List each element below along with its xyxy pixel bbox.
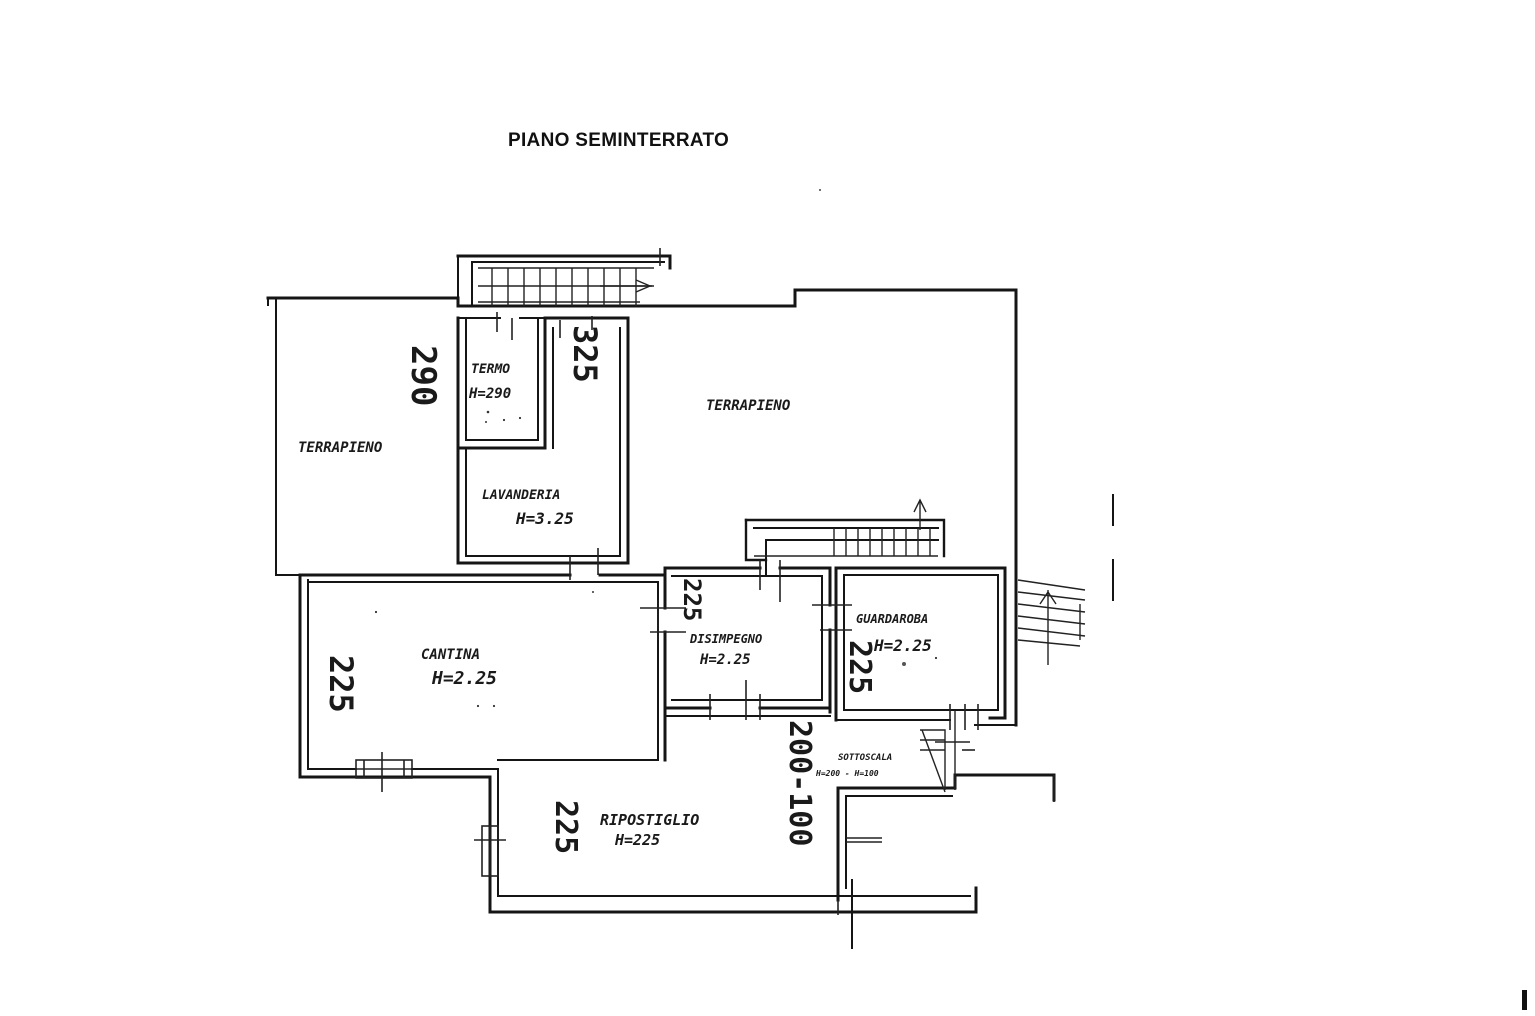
termo-label: TERMO [471, 362, 510, 377]
stairs-top [478, 267, 654, 306]
stairs-right [1017, 579, 1086, 665]
dim-200-100: 200-100 [782, 720, 817, 846]
disimpegno-height: H=2.25 [699, 652, 751, 668]
disimpegno-label: DISIMPEGNO [689, 632, 762, 646]
dim-290: 290 [403, 345, 443, 406]
lavanderia-label: LAVANDERIA [482, 488, 560, 503]
stairs-middle [744, 498, 946, 577]
terrapieno-right-label: TERRAPIENO [706, 398, 790, 414]
dim-225-disimpegno: 225 [678, 578, 706, 621]
lavanderia-height: H=3.25 [515, 509, 574, 528]
termo-height: H=290 [468, 386, 511, 402]
guardaroba-height: H=2.25 [873, 636, 932, 655]
cantina-height: H=2.25 [431, 668, 497, 689]
guardaroba-label: GUARDAROBA [856, 612, 928, 626]
terrapieno-left-label: TERRAPIENO [298, 440, 382, 456]
page-title: PIANO SEMINTERRATO [508, 130, 729, 151]
room-labels: TERRAPIENO TERRAPIENO TERMO H=290 LAVAND… [298, 362, 932, 849]
sottoscala-height: H=200 - H=100 [815, 769, 879, 778]
dim-225-ripostiglio: 225 [548, 800, 583, 854]
scan-artifacts [374, 189, 1527, 1010]
sottoscala-label: SOTTOSCALA [838, 753, 892, 763]
stairs-sottoscala [920, 710, 970, 793]
dim-325: 325 [566, 325, 604, 383]
dim-225-cantina: 225 [322, 655, 360, 713]
dimension-labels: 290 325 225 225 225 225 200-100 [322, 325, 877, 854]
dim-225-guardaroba: 225 [842, 640, 877, 694]
cantina-label: CANTINA [421, 647, 480, 663]
ripostiglio-height: H=225 [614, 831, 660, 849]
ripostiglio-label: RIPOSTIGLIO [600, 811, 699, 829]
openings [355, 312, 1055, 915]
